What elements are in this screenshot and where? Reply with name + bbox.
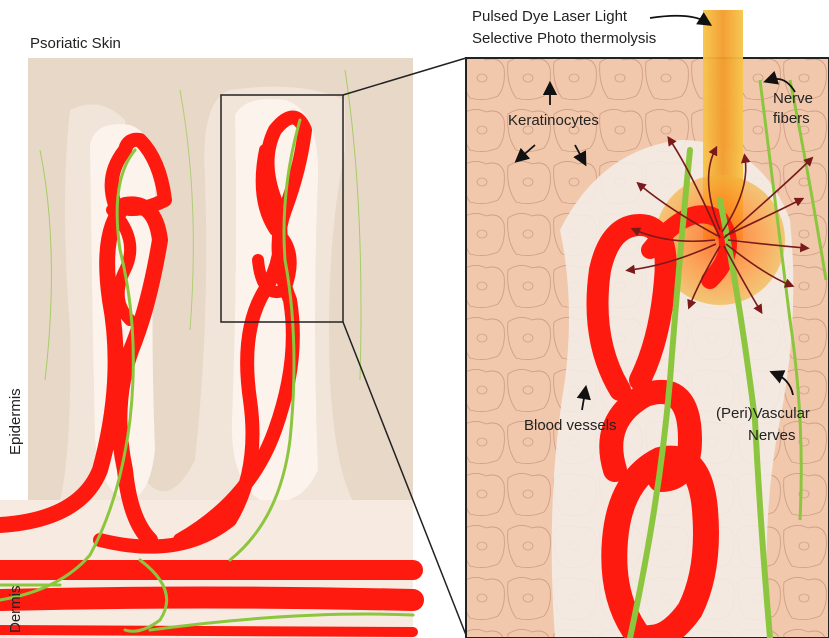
blood-vessels-label: Blood vessels <box>524 416 617 435</box>
nerve-fibers-label-line1: Nerve <box>773 89 813 108</box>
laser-label-line1: Pulsed Dye Laser Light <box>472 7 627 26</box>
laser-label-line2: Selective Photo thermolysis <box>472 29 656 48</box>
perivascular-label-line1: (Peri)Vascular <box>716 404 810 423</box>
epidermis-label: Epidermis <box>7 388 24 455</box>
left-panel <box>0 58 413 638</box>
perivascular-label-line2: Nerves <box>748 426 796 445</box>
dermis-label: Dermis <box>7 586 24 634</box>
nerve-fibers-label-line2: fibers <box>773 109 810 128</box>
keratinocytes-label: Keratinocytes <box>508 111 599 130</box>
title: Psoriatic Skin <box>30 34 121 53</box>
